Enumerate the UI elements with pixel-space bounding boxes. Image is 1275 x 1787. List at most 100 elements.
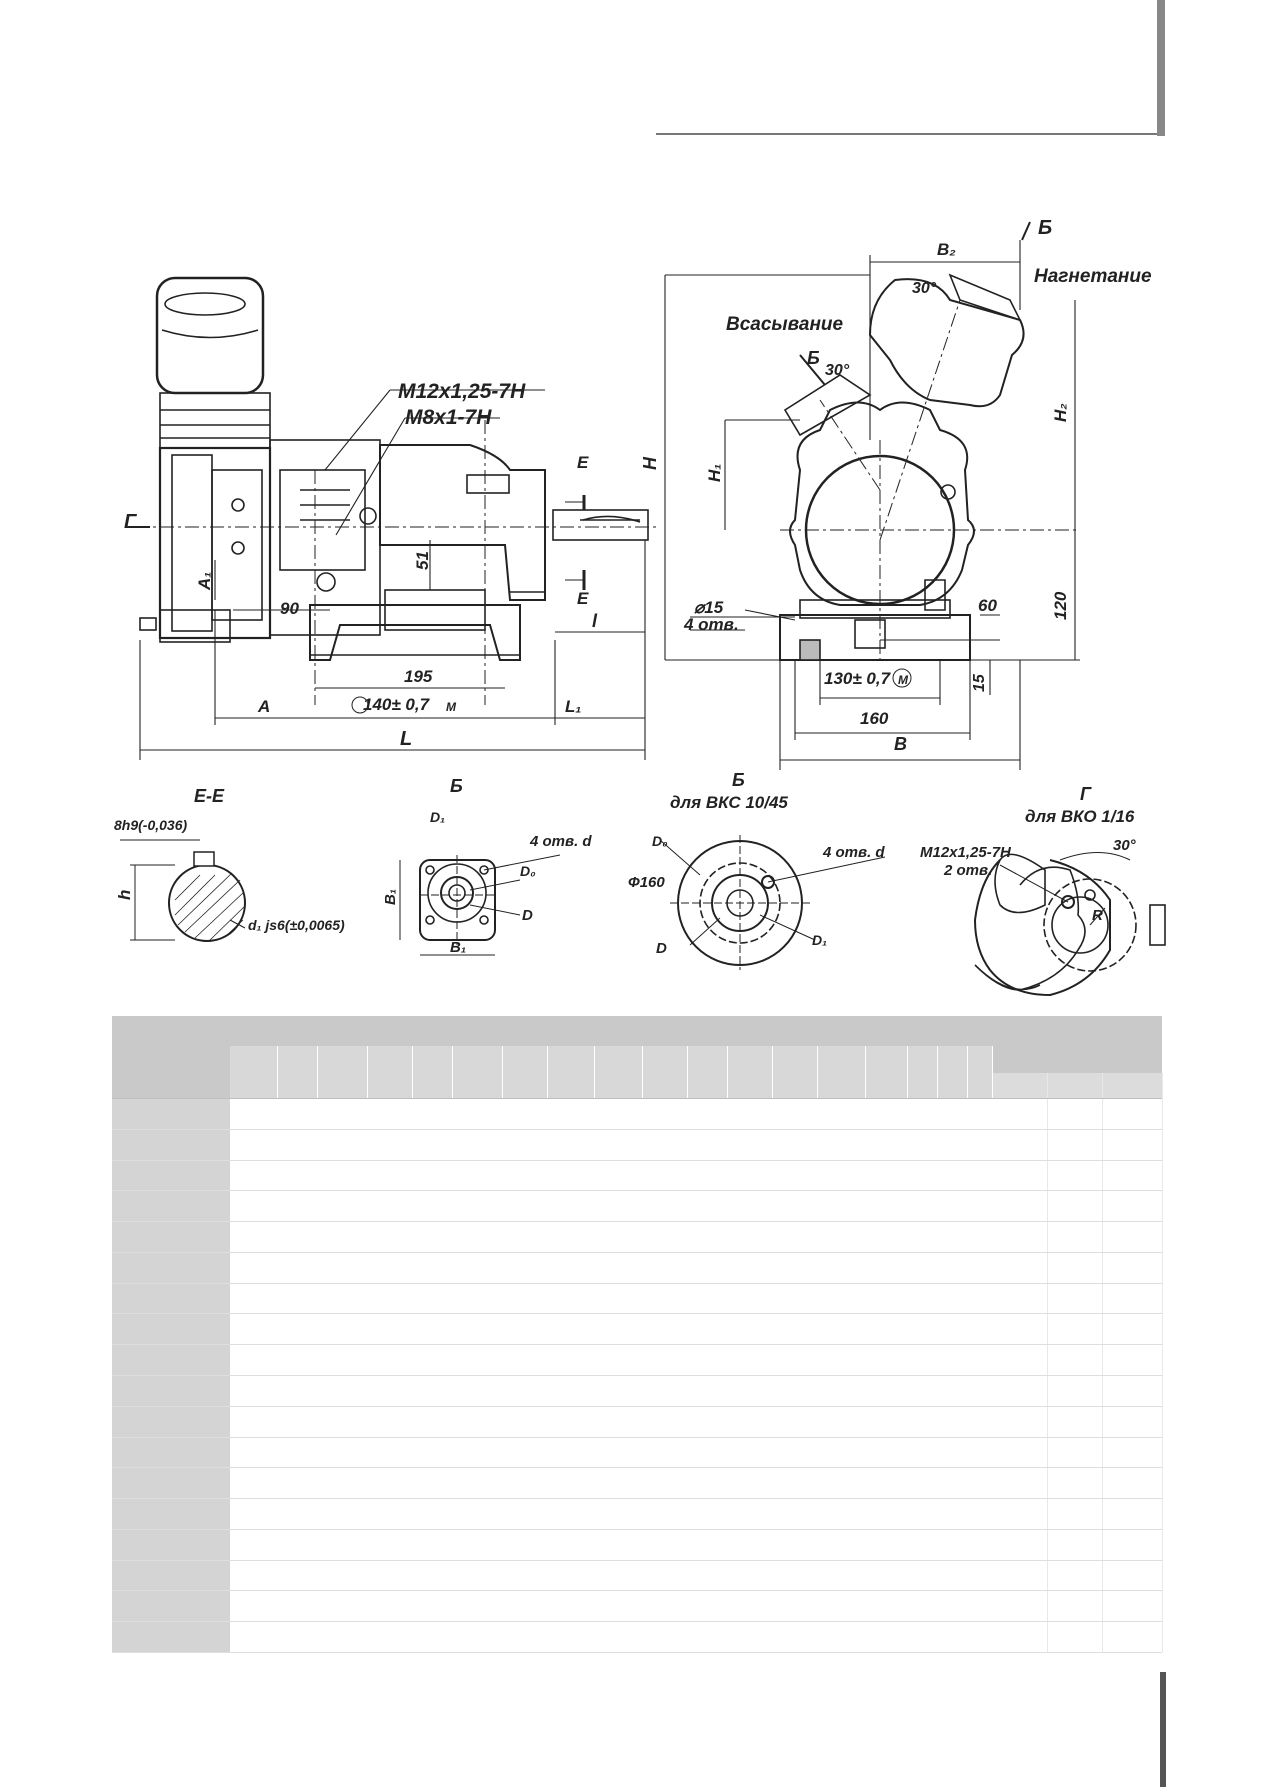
main-view-dimensions [125,389,646,760]
detail-ee-title: Е-Е [194,786,225,806]
dim-l-small-label: l [592,611,598,631]
detail-b-b1-horizontal: B₁ [450,939,466,956]
dim-140-tol: M [446,700,457,714]
dim-a1-label: A₁ [195,572,214,591]
table-row-line [112,1221,1162,1223]
table-column-line [727,1046,728,1652]
table-row-line [112,1559,1162,1561]
dim-l-total-label: L [400,728,412,750]
detail-g-radius: R [1092,907,1103,924]
table-row-line [112,1190,1162,1192]
detail-ee-shaft: d₁ js6(±0,0065) [248,917,345,933]
header-rule [656,133,1162,135]
detail-g-title: Г [1080,784,1092,804]
table-row-line [112,1128,1162,1130]
table-column-line [367,1046,368,1652]
table-dimensions-subheader [230,1046,992,1098]
view-b-arrow-label: Б [1038,217,1052,239]
detail-b-vks-phi160: Ф160 [628,874,665,891]
detail-b-title: Б [450,776,463,796]
table-right-header [992,1016,1162,1073]
dim-60-label: 60 [978,596,997,615]
detail-b-vks-d1: D₁ [812,932,827,948]
front-view-dimensions [664,221,1080,770]
table-column-line [502,1046,503,1652]
table-row-line [112,1282,1162,1284]
view-g-arrow-label: Г [124,511,138,533]
table-row-line [112,1621,1162,1623]
table-column-line [1047,1073,1048,1652]
detail-g-thread: М12х1,25-7Н [920,844,1012,861]
table-column-line [317,1046,318,1652]
table-column-line [907,1046,908,1652]
dim-120-label: 120 [1051,591,1070,620]
table-row-line [112,1405,1162,1407]
table-column-line [772,1046,773,1652]
detail-g-subtitle: для ВКО 1/16 [1025,807,1135,826]
dim-160-label: 160 [860,709,889,728]
table-stub-header [112,1016,230,1098]
table-row-line [112,1528,1162,1530]
table-column-line [642,1046,643,1652]
dim-h-label: H [640,456,660,470]
dim-a-label: A [257,697,270,716]
table-column-line [412,1046,413,1652]
holes-dia-label: ⌀15 [694,598,724,617]
table-row-line [112,1498,1162,1500]
table-dimensions-header [230,1016,992,1046]
technical-drawing: М12х1,25-7Н М8х1-7Н Е Е Г A₁ 90 51 195 1… [114,217,1166,997]
table-row-line [112,1590,1162,1592]
detail-g-holes: 2 отв. [943,862,992,879]
detail-b-b1-vertical: B₁ [382,889,399,905]
thread-m8-label: М8х1-7Н [405,406,492,429]
table-column-line [452,1046,453,1652]
table-row-line [112,1344,1162,1346]
pump-side-view [135,276,660,705]
table-column-line [277,1046,278,1652]
dim-130-tol: M [898,673,909,687]
table-row-line [112,1652,1162,1653]
table-column-line [937,1046,938,1652]
detail-b-round-flange [659,835,886,970]
dim-b2-label: B₂ [937,240,956,259]
table-row-line [112,1375,1162,1376]
thread-m12-label: М12х1,25-7Н [398,380,526,403]
dim-b-label: B [894,734,907,754]
table-column-line [547,1046,548,1652]
footer-edge-bar [1160,1672,1166,1787]
detail-b-d1: D₁ [430,809,445,825]
detail-b-vks-d: D [656,940,667,957]
dim-195-label: 195 [404,667,433,686]
table-column-line [1102,1073,1103,1652]
table-column-line [865,1046,866,1652]
dim-140-label: 140± 0,7 [363,695,431,714]
angle-30-top: 30° [912,280,937,297]
table-row-line [112,1313,1162,1315]
dim-h2-label: H₂ [1051,403,1070,422]
section-e-top: Е [577,453,589,472]
detail-b-vks-title: Б [732,770,745,790]
detail-g-flange [973,852,1166,997]
suction-label: Всасывание [726,314,844,335]
detail-b-holes: 4 отв. d [529,833,592,850]
dim-90-label: 90 [280,599,299,618]
detail-ee-key: 8h9(-0,036) [114,817,187,833]
detail-ee-h: h [115,890,134,900]
header-edge-bar [1157,0,1165,136]
discharge-label: Нагнетание [1034,266,1152,287]
detail-b-d: D [522,907,533,924]
detail-b-vks-subtitle: для ВКС 10/45 [670,793,788,812]
dim-l1-label: L₁ [565,697,581,716]
table-row-line [112,1436,1162,1438]
angle-30-mid: 30° [825,362,850,379]
detail-b-square-flange [399,854,561,956]
detail-g-angle: 30° [1113,837,1137,854]
dimensions-table [112,1016,1163,1653]
table-column-line [967,1046,968,1652]
dim-h1-label: H₁ [705,464,724,482]
table-right-subheader [992,1073,1162,1098]
view-b-mid-label: Б [807,348,820,368]
table-row-line [112,1251,1162,1253]
dim-51-label: 51 [413,551,432,570]
detail-b-d0: D₀ [520,863,536,879]
